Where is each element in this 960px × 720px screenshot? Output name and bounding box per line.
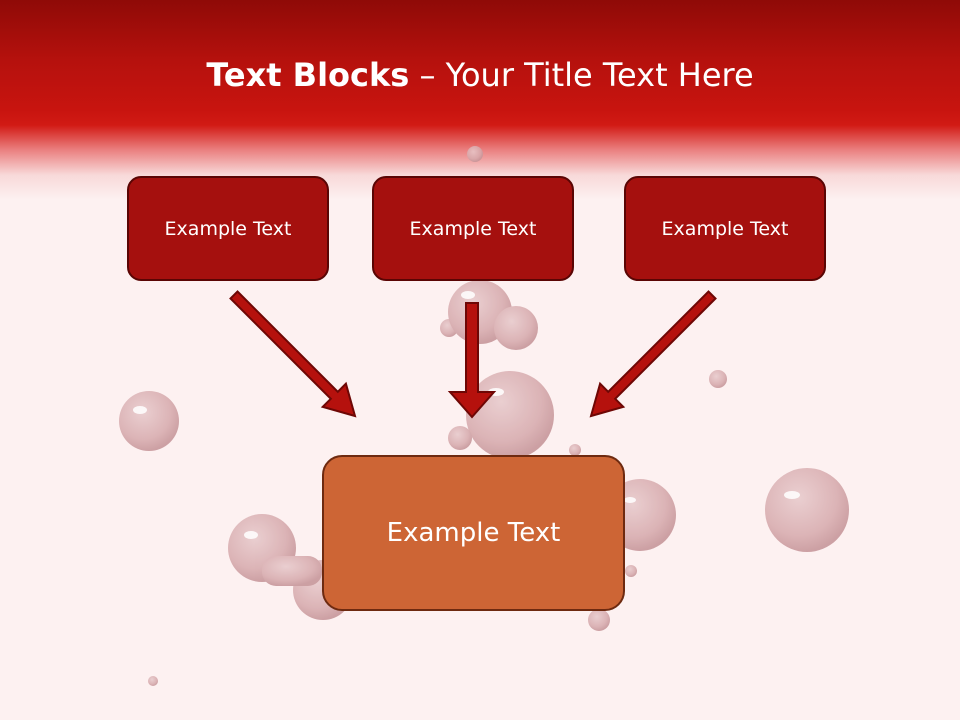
arrow-down-icon [447, 302, 497, 419]
arrow-left-icon [229, 290, 357, 418]
text-block-1-label: Example Text [164, 217, 292, 240]
title-bold: Text Blocks [206, 56, 410, 94]
slide-title: Text Blocks – Your Title Text Here [0, 52, 960, 98]
text-block-3-label: Example Text [661, 217, 789, 240]
arrow-right-icon [589, 290, 717, 418]
target-text-label: Example Text [386, 518, 561, 548]
text-block-3[interactable]: Example Text [624, 176, 826, 281]
text-block-2-label: Example Text [409, 217, 537, 240]
text-block-2[interactable]: Example Text [372, 176, 574, 281]
title-banner [0, 0, 960, 200]
text-block-1[interactable]: Example Text [127, 176, 329, 281]
title-dash: – [409, 56, 446, 94]
title-rest: Your Title Text Here [445, 56, 754, 94]
target-text-block[interactable]: Example Text [322, 455, 625, 611]
